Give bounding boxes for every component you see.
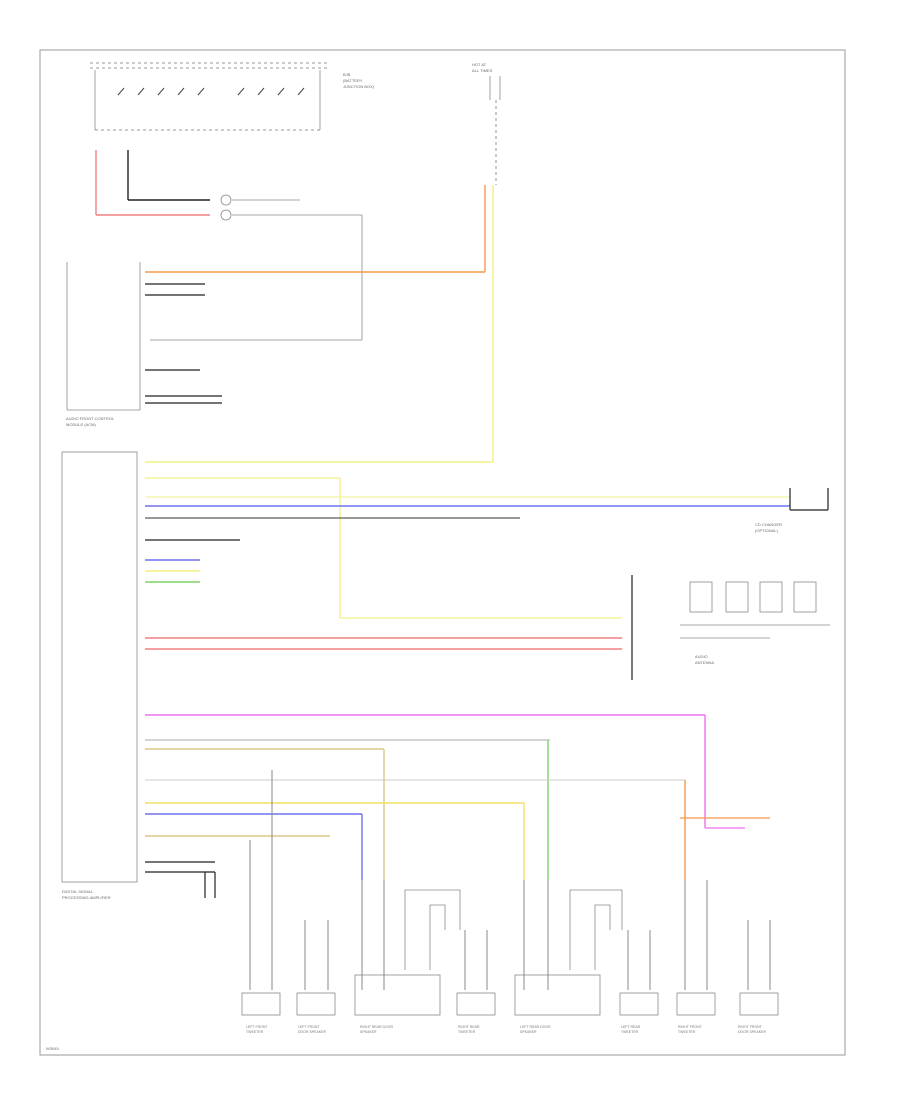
rear-door-enclosure-right [404,889,461,970]
speaker-label-3-2: TWEETER [458,1030,476,1034]
diagram-border [39,49,846,1056]
speaker-box-lf-tweeter [241,992,281,1016]
speaker-label-5-2: TWEETER [621,1030,639,1034]
speaker-box-rr-tweeter [456,992,496,1016]
speaker-label-3-1: RIGHT REAR [458,1025,480,1029]
cd-changer-label-2: (OPTIONAL) [755,528,779,533]
speaker-label-6-2: TWEETER [678,1030,696,1034]
amplifier-module: DIGITAL SIGNAL PROCESSING AMPLIFIER [61,451,138,900]
speaker-label-1-1: LEFT FRONT [298,1025,320,1029]
hot-fuse-label-1: HOT AT [472,62,487,67]
hot-fuse: HOT AT ALL TIMES [472,62,501,185]
rear-door-enclosure-left [569,889,623,970]
radio-module-label-1: AUDIO FRONT CONTROL [66,416,115,421]
speaker-label-7-1: RIGHT FRONT [738,1025,763,1029]
speaker-label-1-2: DOOR SPEAKER [298,1030,326,1034]
radio-control-module: AUDIO FRONT CONTROL MODULE (ACM) [66,262,141,427]
amp-module-label-1: DIGITAL SIGNAL [62,889,94,894]
speaker-box-rr-door [354,974,441,1016]
orange-power-wire [145,185,486,273]
speaker-labels: LEFT FRONT TWEETER LEFT FRONT DOOR SPEAK… [246,1025,766,1034]
fuse-feed-wires [95,150,363,341]
speaker-label-7-2: DOOR SPEAKER [738,1030,766,1034]
diagram-code: W3045 [46,1046,59,1051]
speaker-label-6-1: RIGHT FRONT [678,1025,703,1029]
hot-fuse-label-2: ALL TIMES [472,68,493,73]
speaker-feed-wires [145,739,770,898]
yellow-signal-wire [145,477,622,619]
speaker-drops [249,770,771,990]
cd-changer-connector: CD CHANGER (OPTIONAL) [755,488,829,533]
antenna-label-1: AUDIO [695,654,708,659]
speaker-box-rf-tweeter [676,992,716,1016]
connector-circle-1 [220,194,232,206]
fuse-box-label-1: BJB [343,72,351,77]
fuse-box-label-2: (BATTERY [343,78,363,83]
amp-module-label-2: PROCESSING AMPLIFIER [62,895,111,900]
speaker-boxes [241,974,779,1016]
fuse-box: BJB (BATTERY JUNCTION BOX) [90,62,375,131]
speaker-label-5-1: LEFT REAR [621,1025,641,1029]
speaker-box-lr-door [514,974,601,1016]
speaker-label-0-1: LEFT FRONT [246,1025,268,1029]
cd-changer-label-1: CD CHANGER [755,522,782,527]
speaker-label-0-2: TWEETER [246,1030,264,1034]
antenna-block: AUDIO ANTENNA [680,581,830,665]
fuse-switch-row [117,87,305,96]
speaker-label-2-1: RIGHT REAR DOOR [360,1025,393,1029]
speaker-label-4-2: SPEAKER [520,1030,537,1034]
antenna-label-2: ANTENNA [695,660,714,665]
connector-circle-2 [220,209,232,221]
fuse-box-label-3: JUNCTION BOX) [343,84,375,89]
speaker-label-4-1: LEFT REAR DOOR [520,1025,551,1029]
module-stubs [145,283,222,404]
speaker-label-2-2: SPEAKER [360,1030,377,1034]
radio-module-label-2: MODULE (ACM) [66,422,96,427]
speaker-box-rf-door [739,992,779,1016]
speaker-box-lr-tweeter [619,992,659,1016]
speaker-box-lf-door [296,992,336,1016]
